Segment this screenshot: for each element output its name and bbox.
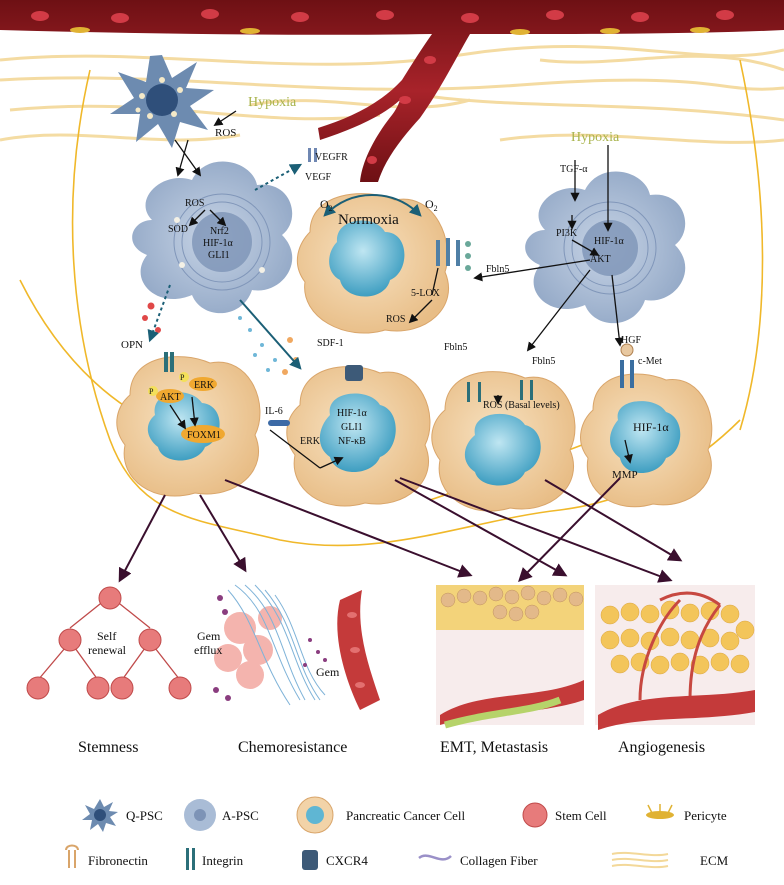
label-ros-top: ROS <box>215 127 236 139</box>
label-tgf: TGF-α <box>560 164 588 175</box>
blood-vessel-top <box>0 0 784 182</box>
label-sod: SOD <box>168 224 188 235</box>
label-o2-right: O2 <box>425 197 438 213</box>
label-renewal: renewal <box>88 643 127 657</box>
fbln5-receptors <box>467 380 533 402</box>
label-self: Self <box>97 629 116 643</box>
outcome-arrows <box>118 477 683 583</box>
q-psc-cell <box>110 55 214 148</box>
label-akt-cell1: AKT <box>160 392 181 403</box>
label-vegf: VEGF <box>305 172 332 183</box>
il6-receptor <box>268 420 290 426</box>
legend-ecm: ECM <box>700 853 729 868</box>
a-psc-icon <box>184 799 216 831</box>
label-cmet: c-Met <box>638 356 662 367</box>
a-psc-cell-right <box>525 171 686 324</box>
label-erk-cell2: ERK <box>300 436 321 447</box>
label-fbln5-normoxia: Fbln5 <box>486 264 509 275</box>
integrin-icon <box>186 848 195 870</box>
label-nrf2: Nrf2 <box>210 226 229 237</box>
label-pi3k: PI3K <box>556 228 578 239</box>
outcome-titles: Stemness Chemoresistance EMT, Metastasis… <box>78 739 705 756</box>
label-gli1-apsc-left: GLI1 <box>208 250 230 261</box>
label-il6: IL-6 <box>265 406 283 417</box>
a-psc-cell-left <box>132 161 293 314</box>
label-foxm1: FOXM1 <box>187 430 221 441</box>
label-hif-cell2: HIF-1α <box>337 408 367 419</box>
legend-pericyte: Pericyte <box>684 808 727 823</box>
label-gem: Gem <box>316 665 340 679</box>
label-mmp: MMP <box>612 469 638 481</box>
foxm1-pathway <box>148 372 225 443</box>
label-ros-normoxia: ROS <box>386 314 405 325</box>
label-gli1-cell2: GLI1 <box>341 422 363 433</box>
chemoresistance-illustration: Gem efflux Gem <box>194 584 380 710</box>
integrin-opn <box>164 352 174 372</box>
outcome-chemoresistance: Chemoresistance <box>238 739 347 756</box>
legend-cancer-cell: Pancreatic Cancer Cell <box>346 808 465 823</box>
q-psc-icon <box>82 799 118 832</box>
stem-cell-icon <box>522 802 548 828</box>
cancer-cell-icon <box>296 796 334 834</box>
legend-q-psc: Q-PSC <box>126 808 163 823</box>
label-ros-basal: ROS (Basal levels) <box>483 400 560 411</box>
label-hif-cell4: HIF-1α <box>633 420 669 434</box>
label-vegfr: VEGFR <box>315 152 348 163</box>
label-hypoxia-right: Hypoxia <box>571 130 620 145</box>
collagen-fiber-icon <box>418 854 452 861</box>
receptors <box>142 148 634 426</box>
stemness-illustration: Self renewal <box>26 586 192 700</box>
pericyte-icon <box>646 804 674 819</box>
outcome-emt-metastasis: EMT, Metastasis <box>440 739 548 756</box>
label-p2: P <box>149 387 154 396</box>
label-erk-cell1: ERK <box>194 380 215 391</box>
cancer-cell-fbln5 <box>431 371 576 512</box>
vegfr-receptor <box>308 148 317 162</box>
cmet-receptor <box>620 360 634 388</box>
teal-arrows <box>147 163 422 370</box>
cxcr4-icon <box>302 850 318 870</box>
cancer-cell-normoxia <box>296 193 450 334</box>
label-normoxia: Normoxia <box>338 212 399 228</box>
outcome-angiogenesis: Angiogenesis <box>618 739 705 756</box>
cxcr4-receptor <box>345 365 363 381</box>
angiogenesis-illustration <box>595 585 755 730</box>
label-hif-apsc-left: HIF-1α <box>203 238 233 249</box>
legend-stem-cell: Stem Cell <box>555 808 607 823</box>
label-o2-left: O2 <box>320 197 333 213</box>
emt-metastasis-illustration <box>436 585 584 729</box>
legend-cxcr4: CXCR4 <box>326 853 368 868</box>
fibronectin-icon <box>65 844 79 868</box>
label-akt-apsc-right: AKT <box>590 254 611 265</box>
cancer-cell-hgf <box>580 373 713 508</box>
label-fbln5-left: Fbln5 <box>444 342 467 353</box>
cancer-cell-sdf1 <box>286 366 431 507</box>
diagram-labels: Hypoxia Hypoxia ROS VEGFR VEGF O2 O2 Nor… <box>121 95 669 481</box>
label-hif-apsc-right: HIF-1α <box>594 236 624 247</box>
label-sdf1: SDF-1 <box>317 338 344 349</box>
label-opn: OPN <box>121 339 143 351</box>
label-ros-apsc: ROS <box>185 198 204 209</box>
outcome-stemness: Stemness <box>78 739 138 756</box>
legend: Q-PSC A-PSC Pancreatic Cancer Cell Stem … <box>65 796 729 870</box>
label-5-lox: 5-LOX <box>411 288 441 299</box>
legend-fibronectin: Fibronectin <box>88 853 148 868</box>
label-p1: P <box>180 373 185 382</box>
legend-collagen-fiber: Collagen Fiber <box>460 853 538 868</box>
legend-a-psc: A-PSC <box>222 808 259 823</box>
label-nfkb: NF-κB <box>338 436 366 447</box>
label-hypoxia-left: Hypoxia <box>248 95 297 110</box>
label-hgf: HGF <box>621 335 641 346</box>
ecm-icon <box>611 851 669 869</box>
label-gem-efflux-2: efflux <box>194 643 222 657</box>
signal-arrows <box>169 110 633 469</box>
legend-integrin: Integrin <box>202 853 244 868</box>
label-fbln5-right: Fbln5 <box>532 356 555 367</box>
label-gem-efflux-1: Gem <box>197 629 221 643</box>
